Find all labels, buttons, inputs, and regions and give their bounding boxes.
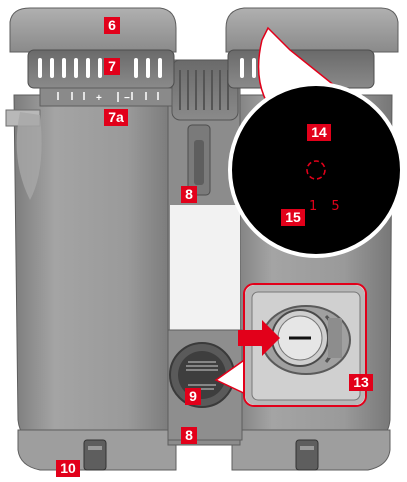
left-eyecup [9, 7, 177, 53]
callout-7: 7 [104, 58, 120, 75]
svg-text:−: − [124, 93, 130, 104]
display-circle [228, 82, 404, 258]
callout-9: 9 [185, 388, 201, 405]
direction-arrow [238, 320, 280, 356]
callout-6: 6 [104, 17, 120, 34]
display-readout: 1 5 [309, 199, 345, 214]
focus-wheel-ribs [179, 70, 229, 110]
target-ring [306, 160, 326, 180]
callout-10: 10 [56, 460, 80, 477]
diopter-scale-marks [57, 92, 159, 102]
right-eyecup [225, 7, 399, 53]
callout-15: 15 [281, 209, 305, 226]
callout-8-upper: 8 [181, 186, 197, 203]
callout-13: 13 [349, 374, 373, 391]
left-ring-ribs [38, 58, 162, 78]
diopter-scale [39, 87, 173, 107]
callout-7a: 7a [104, 109, 128, 126]
svg-text:+: + [96, 93, 102, 104]
strap-lug-right [295, 439, 319, 471]
callout-8-lower: 8 [181, 427, 197, 444]
strap-lug-left [83, 439, 107, 471]
bridge-white-band [170, 205, 240, 335]
callout-14: 14 [307, 124, 331, 141]
